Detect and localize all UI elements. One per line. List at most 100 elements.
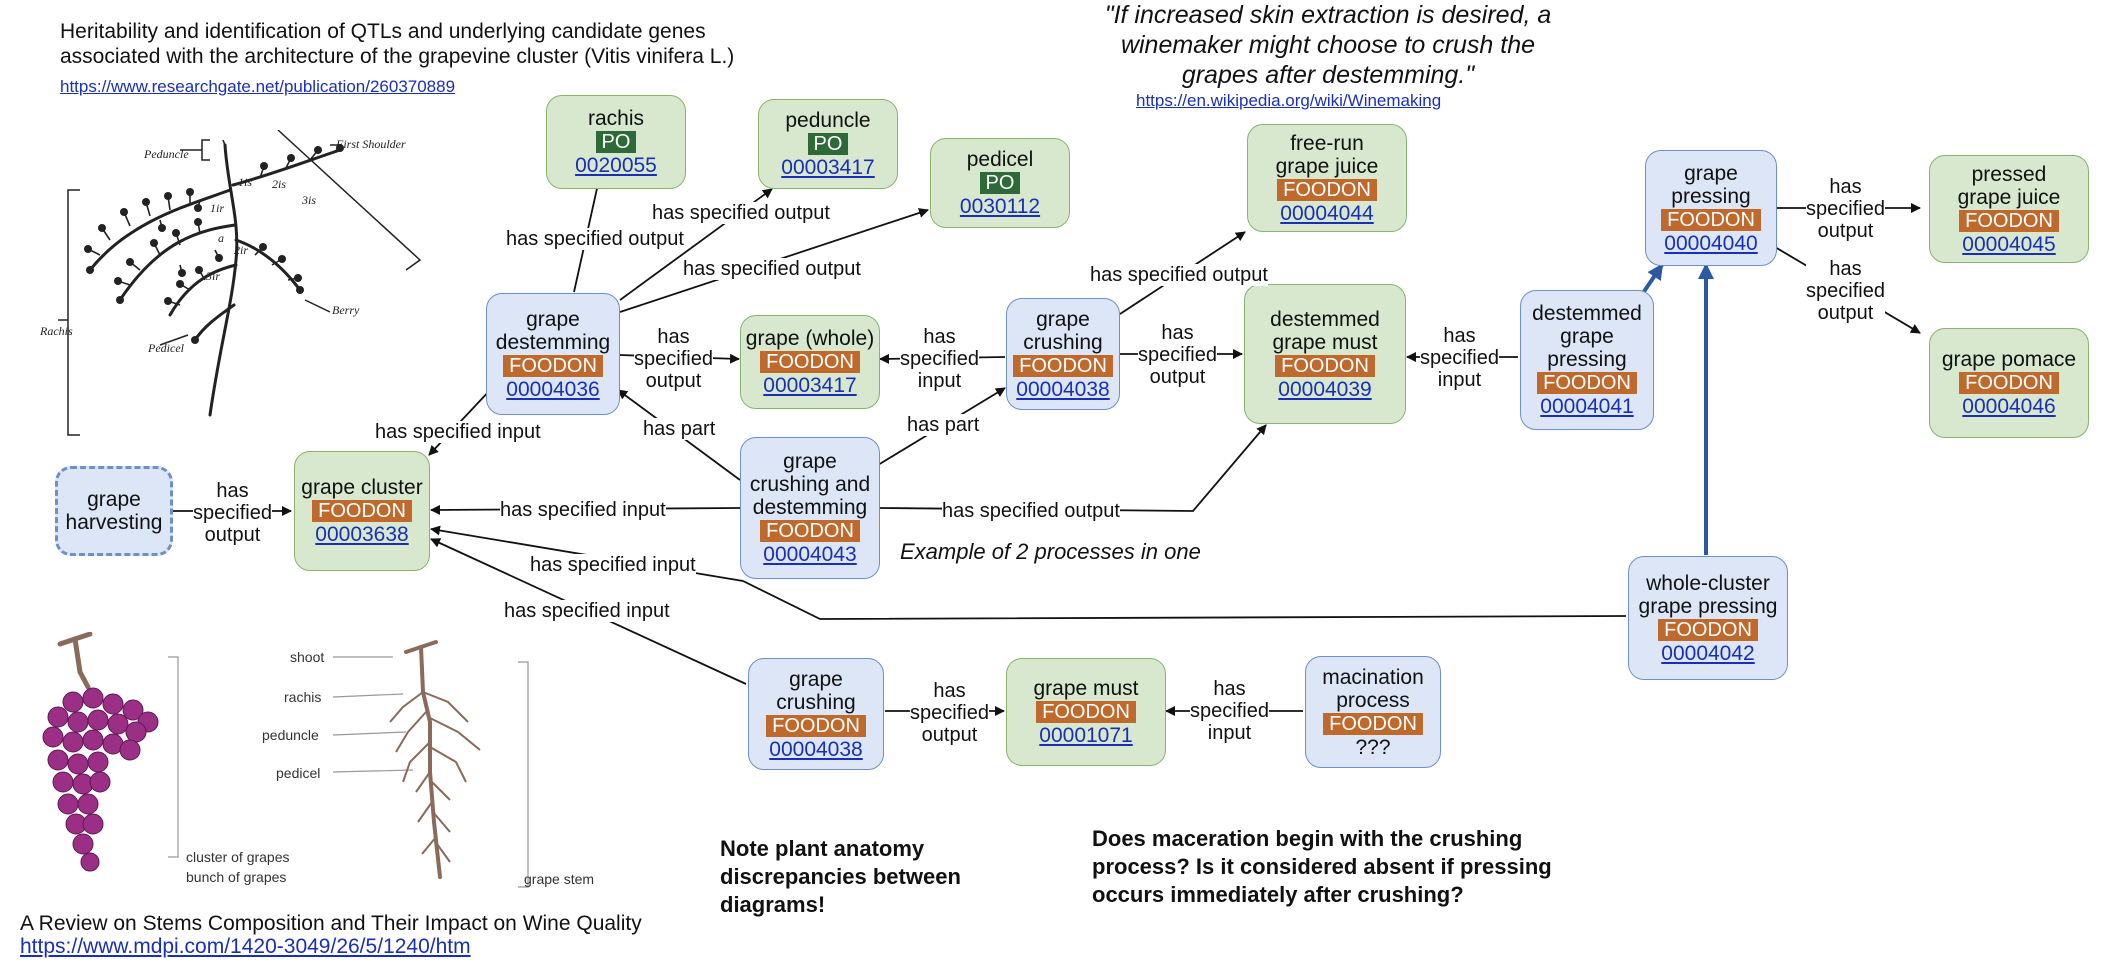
- term-id-link[interactable]: 00004046: [1962, 395, 2056, 418]
- node-grape-must[interactable]: grape must FOODON 00001071: [1006, 658, 1166, 766]
- node-grape-harvesting[interactable]: grape harvesting: [55, 466, 173, 556]
- node-grape-cluster[interactable]: grape cluster FOODON 00003638: [294, 451, 430, 571]
- node-pedicel[interactable]: pedicel PO 0030112: [930, 138, 1070, 228]
- node-label: free-run grape juice: [1275, 131, 1379, 178]
- term-id-link[interactable]: 00004039: [1278, 377, 1372, 401]
- node-destemmed-grape-must[interactable]: destemmed grape must FOODON 00004039: [1244, 284, 1406, 424]
- term-id-link[interactable]: 00004040: [1664, 231, 1758, 255]
- edge-cd-must: [879, 424, 1267, 512]
- po-badge: PO: [979, 172, 1021, 194]
- term-id-link[interactable]: 00003638: [315, 523, 409, 546]
- node-label: grape crushing: [776, 667, 856, 714]
- edge-label: has specified input: [530, 554, 696, 576]
- node-maceration-process[interactable]: macination process FOODON ???: [1305, 656, 1441, 768]
- node-grape-pomace[interactable]: grape pomace FOODON 00004046: [1929, 328, 2089, 438]
- foodon-badge: FOODON: [1537, 372, 1637, 394]
- node-rachis[interactable]: rachis PO 0020055: [546, 95, 686, 189]
- node-label: grape harvesting: [65, 488, 163, 534]
- term-id-link[interactable]: 00004036: [506, 377, 600, 401]
- node-label: rachis: [587, 107, 645, 130]
- term-id-link[interactable]: 00004045: [1962, 232, 2056, 256]
- review-url[interactable]: https://www.mdpi.com/1420-3049/26/5/1240…: [20, 935, 471, 958]
- example-annotation: Example of 2 processes in one: [900, 539, 1201, 564]
- node-grape-destemming[interactable]: grape destemming FOODON 00004036: [486, 293, 620, 415]
- fig1-label-berry: Berry: [332, 303, 360, 317]
- quote-url[interactable]: https://en.wikipedia.org/wiki/Winemaking: [1136, 91, 1442, 110]
- node-label: grape pomace: [1941, 348, 2077, 371]
- fig2-label-peduncle: peduncle: [262, 727, 319, 743]
- maceration-question: Does maceration begin with the crushing …: [1092, 826, 1552, 907]
- term-id-link[interactable]: 00004044: [1280, 201, 1374, 225]
- node-destemmed-grape-pressing[interactable]: destemmed grape pressing FOODON 00004041: [1520, 290, 1654, 430]
- edge-label: has specified input: [1190, 678, 1269, 744]
- edge-label: has specified output: [1090, 264, 1268, 286]
- edge-label: has specified input: [900, 326, 979, 392]
- foodon-badge: FOODON: [1959, 372, 2059, 394]
- foodon-badge: FOODON: [1036, 701, 1136, 723]
- edge-label: has specified output: [1138, 322, 1217, 388]
- fig2-label-shoot: shoot: [290, 649, 324, 665]
- edge-label: has specified output: [193, 480, 272, 546]
- edge-label: has specified output: [652, 202, 830, 224]
- term-id-link[interactable]: 00003417: [781, 156, 875, 179]
- node-label: grape cluster: [301, 476, 423, 499]
- fig2-label-rachis: rachis: [284, 689, 321, 705]
- node-grape-pressing[interactable]: grape pressing FOODON 00004040: [1645, 150, 1777, 266]
- review-title: A Review on Stems Composition and Their …: [20, 912, 642, 935]
- edge-label: has specified output: [506, 228, 684, 250]
- node-grape-whole[interactable]: grape (whole) FOODON 00003417: [740, 315, 880, 409]
- node-grape-crushing[interactable]: grape crushing FOODON 00004038: [1006, 298, 1120, 410]
- foodon-badge: FOODON: [1277, 178, 1377, 201]
- term-id-link[interactable]: 00003417: [763, 374, 857, 397]
- node-label: grape destemming: [495, 307, 611, 354]
- term-id-link[interactable]: 00004043: [763, 543, 857, 566]
- edge-label: has specified output: [1806, 258, 1885, 324]
- note-anatomy: Note plant anatomy discrepancies between…: [720, 836, 961, 917]
- node-label: grape (whole): [745, 327, 875, 350]
- foodon-badge: FOODON: [312, 500, 412, 522]
- term-id-link[interactable]: 00004042: [1661, 641, 1755, 665]
- fig1-label-pedicel: Pedicel: [147, 341, 185, 355]
- term-id-link[interactable]: 0020055: [575, 154, 657, 177]
- edge-dpressing-pressing: [1641, 263, 1664, 295]
- edge-label: has specified input: [500, 499, 666, 521]
- node-label: grape crushing and destemming: [749, 450, 871, 519]
- fig2-label-pedicel: pedicel: [276, 765, 320, 781]
- node-peduncle[interactable]: peduncle PO 00003417: [758, 99, 898, 189]
- edge-label: has specified output: [634, 326, 713, 392]
- node-grape-crushing-and-destemming[interactable]: grape crushing and destemming FOODON 000…: [740, 437, 880, 579]
- term-id-link[interactable]: 00001071: [1039, 724, 1133, 747]
- node-whole-cluster-grape-pressing[interactable]: whole-cluster grape pressing FOODON 0000…: [1628, 556, 1788, 680]
- po-badge: PO: [807, 133, 849, 155]
- edge-label: has specified output: [942, 500, 1120, 522]
- paper-url[interactable]: https://www.researchgate.net/publication…: [60, 77, 456, 96]
- fig1-label-3is: 3is: [301, 193, 316, 207]
- fig1-label-2is: 2is: [272, 177, 286, 191]
- node-grape-crushing-2[interactable]: grape crushing FOODON 00004038: [748, 658, 884, 770]
- edge-label: has part: [907, 414, 980, 436]
- foodon-badge: FOODON: [503, 354, 603, 377]
- node-label: grape must: [1033, 677, 1139, 700]
- term-id-link[interactable]: 00004038: [1016, 377, 1110, 401]
- grape-bunch-and-stem-figure: shoot rachis peduncle pedicel cluster of…: [42, 632, 594, 888]
- foodon-badge: FOODON: [766, 714, 866, 737]
- edge-label: has specified output: [910, 680, 989, 746]
- term-id-link[interactable]: 00004041: [1540, 395, 1634, 418]
- node-label: grape crushing: [1023, 307, 1103, 354]
- term-id-link[interactable]: 0030112: [959, 195, 1041, 218]
- node-label: macination process: [1322, 665, 1424, 712]
- paper-title: Heritability and identification of QTLs …: [60, 20, 735, 68]
- node-pressed-grape-juice[interactable]: pressed grape juice FOODON 00004045: [1929, 155, 2089, 263]
- grapevine-cluster-architecture-figure: Peduncle First Shoulder Rachis Pedicel B…: [40, 130, 422, 436]
- quote: "If increased skin extraction is desired…: [1104, 1, 1552, 89]
- foodon-badge: FOODON: [1661, 208, 1761, 231]
- foodon-badge: FOODON: [1323, 712, 1423, 735]
- fig1-label-2ir: 2ir: [234, 243, 248, 257]
- edge-label: has specified input: [1420, 325, 1499, 391]
- term-id-link[interactable]: 00004038: [769, 737, 863, 761]
- node-free-run-grape-juice[interactable]: free-run grape juice FOODON 00004044: [1247, 124, 1407, 232]
- edge-label: has specified input: [504, 600, 670, 622]
- fig1-label-a: a: [218, 231, 224, 245]
- fig2-label-bunch-of-grapes: bunch of grapes: [186, 869, 286, 885]
- fig1-label-first-shoulder: First Shoulder: [335, 137, 406, 151]
